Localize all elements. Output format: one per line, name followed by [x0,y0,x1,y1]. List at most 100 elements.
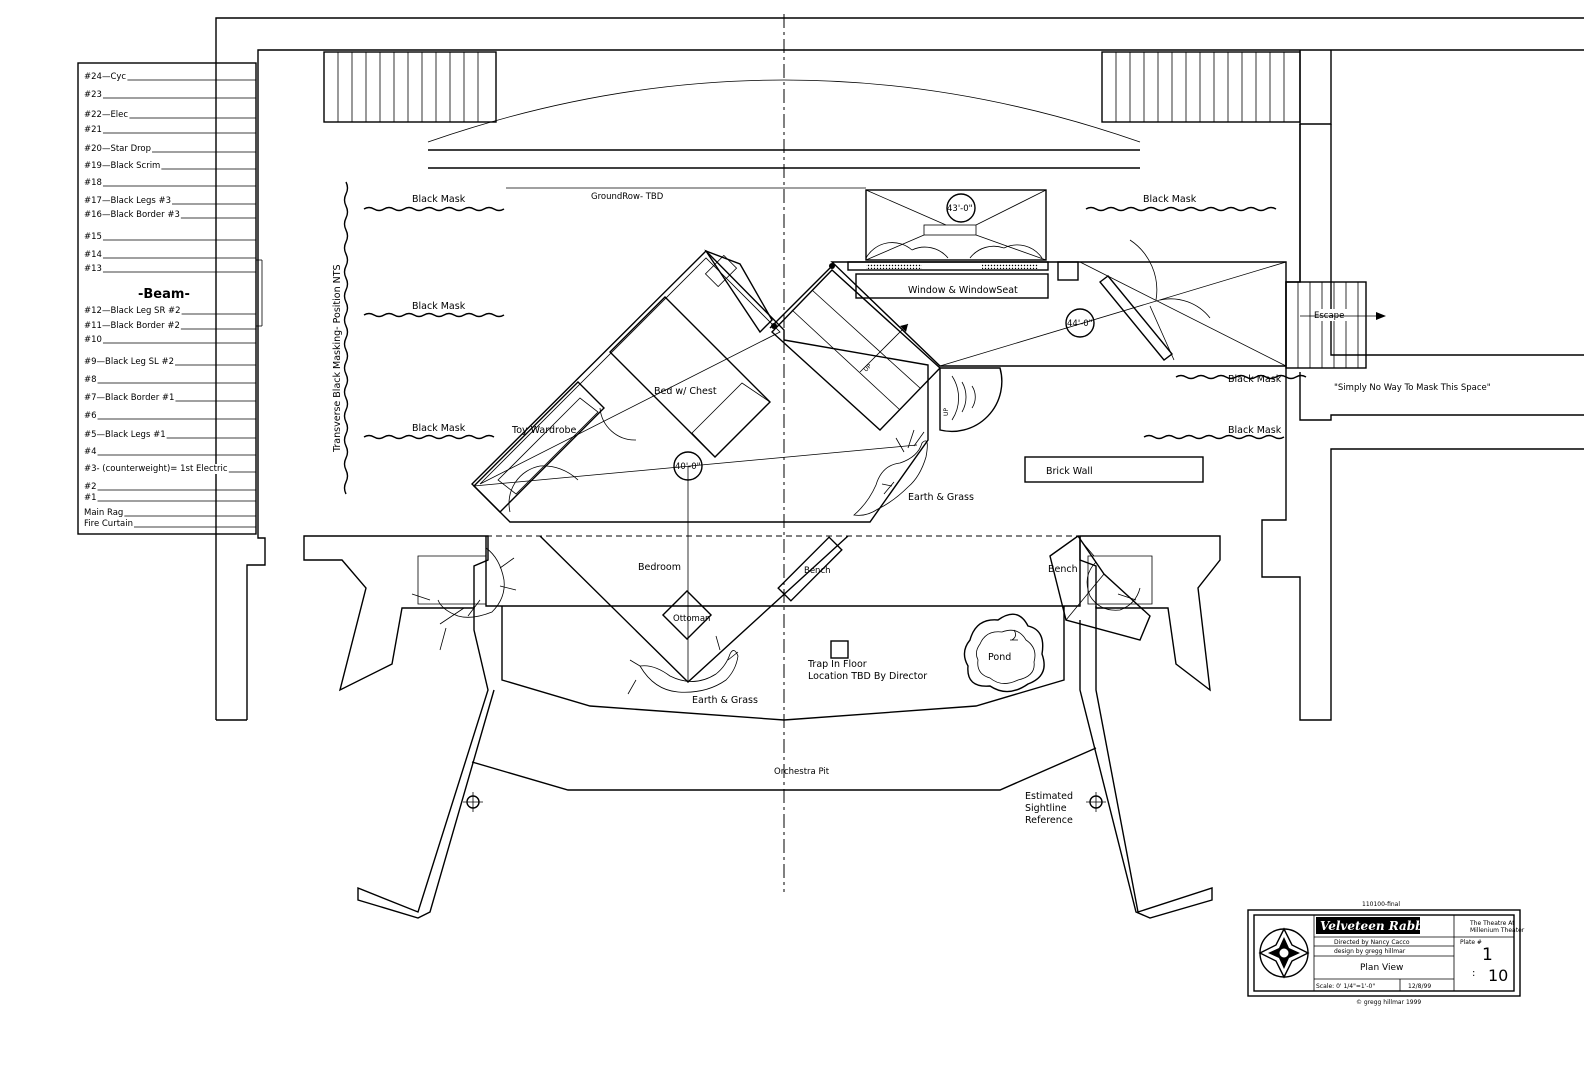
black-mask-label: Black Mask [412,301,466,312]
copyright: © gregg hillmar 1999 [1356,999,1421,1006]
line-set-item: #18 [84,178,102,188]
toy-wardrobe [473,381,605,513]
line-set-item: #17—Black Legs #3 [84,196,171,206]
proscenium-wall-right [1079,535,1221,692]
sightline-label-2: Sightline [1025,803,1067,814]
dimension-40-circle [673,451,703,481]
line-set-item: #14 [84,250,102,260]
line-set-item: #8 [84,375,97,385]
line-set-label-bg [83,161,162,171]
line-set-label-bg [83,125,103,135]
line-set-item: #2 [84,482,97,492]
floor-trap [830,640,849,659]
dimension-43-label: 43'-0" [947,204,973,214]
bedroom-set: 40'-0" Bed w/ Chest Toy Wardrobe [471,249,929,682]
line-set-label-bg [83,110,130,120]
line-set-label-bg [83,210,181,220]
black-masks: Black Mask Black Mask Black Mask Black M… [363,194,1307,440]
black-mask-label: Black Mask [1228,374,1282,385]
line-set-label-bg [83,144,153,154]
theatre-line-1: The Theatre At [1469,920,1515,927]
mask-note: "Simply No Way To Mask This Space" [1334,383,1491,393]
line-set-label-bg [83,375,98,385]
brick-wall [1024,456,1204,483]
plate-label: Plate # [1460,939,1482,946]
planting-left [411,547,517,651]
bench-label: Bench [804,566,831,576]
line-set-label-bg [83,72,128,82]
dimension-44-circle [1065,308,1095,338]
title-block: 110100-final Velveteen Rabbit The Theatr… [1247,901,1525,1006]
transverse-masking-label: Transverse Black Masking- Position NTS [332,264,343,453]
line-set-item: #16—Black Border #3 [84,210,180,220]
show-title: Velveteen Rabbit [1320,919,1434,933]
line-set-item: #23 [84,90,102,100]
pond: Pond [963,613,1045,693]
bench-label: Bench [1048,564,1078,575]
line-set-label-bg [83,178,103,188]
pond-label: Pond [988,652,1011,663]
upstage-stairs-right [1101,51,1301,123]
line-set-item: #20—Star Drop [84,144,151,154]
line-set-item: #12—Black Leg SR #2 [84,306,181,316]
plate-number: 1 [1482,945,1493,965]
black-mask-label: Black Mask [1228,425,1282,436]
plan-view-label: Plan View [1360,963,1403,973]
line-set-item: #9—Black Leg SL #2 [84,357,174,367]
line-set-item: #13 [84,264,102,274]
toy-wardrobe-label: Toy Wardrobe [511,425,577,436]
upstage-stairs-left [323,51,497,123]
line-set-item: #4 [84,447,97,457]
up-label: UP [862,363,873,374]
line-set-item: Fire Curtain [84,519,133,529]
sightline-label-1: Estimated [1025,791,1073,802]
line-set-item: #11—Black Border #2 [84,321,180,331]
line-set-item: Main Rag [84,508,123,518]
line-set-item: #5—Black Legs #1 [84,430,166,440]
line-set-label-bg [83,232,103,242]
bedroom-label: Bedroom [638,562,681,573]
line-set-item: #24—Cyc [84,72,126,82]
proscenium-wall-left [303,535,489,692]
right-platform: 44'-0" [830,239,1287,367]
window-label: Window & WindowSeat [908,285,1018,296]
line-set-label-bg [83,393,176,403]
building-outline [215,17,1584,721]
date-label: 12/8/99 [1408,983,1431,990]
line-set-label-bg [83,335,103,345]
line-set-item: #6 [84,411,97,421]
directed-by: Directed by Nancy Cacco [1334,939,1410,946]
sightline-markers [463,792,1106,812]
black-mask-label: Black Mask [412,194,466,205]
line-set-item: #10 [84,335,102,345]
design-by: design by gregg hillmar [1334,948,1406,955]
theatre-line-2: Millenium Theater [1470,927,1525,934]
black-mask-label: Black Mask [412,423,466,434]
line-set-label-bg [83,411,98,421]
bed-label: Bed w/ Chest [654,386,717,397]
orchestra-pit-label: Orchestra Pit [774,767,830,777]
line-set-item: #15 [84,232,102,242]
beam-label: -Beam- [138,287,190,302]
dimension-43-circle [946,193,976,223]
apron [357,536,1213,919]
groundrow-label: GroundRow- TBD [591,192,664,202]
line-set-label-bg [83,196,173,206]
line-set-label-bg [83,464,229,474]
line-set-label-bg [83,519,134,529]
window-unit: 43'-0" Window & WindowSeat [847,189,1049,299]
scale-label: Scale: 0' 1/4"=1'-0" [1316,983,1375,990]
line-set-item: #19—Black Scrim [84,161,160,171]
transverse-masking: Transverse Black Masking- Position NTS [332,181,349,495]
line-set-label-bg [83,250,103,260]
line-set-label-bg [83,447,98,457]
line-set-item: #3- (counterweight)= 1st Electric [84,464,228,474]
line-set-schedule: #24—Cyc#23#22—Elec#21#20—Star Drop#19—Bl… [77,62,263,535]
plate-of-marker: : [1472,968,1475,979]
earth-grass-label: Earth & Grass [908,492,974,503]
line-set-label-bg [83,321,181,331]
brick-wall-label: Brick Wall [1046,466,1093,477]
sightline-label-3: Reference [1025,815,1073,826]
line-set-label-bg [83,430,167,440]
earth-grass-upstage: Earth & Grass [853,429,974,516]
